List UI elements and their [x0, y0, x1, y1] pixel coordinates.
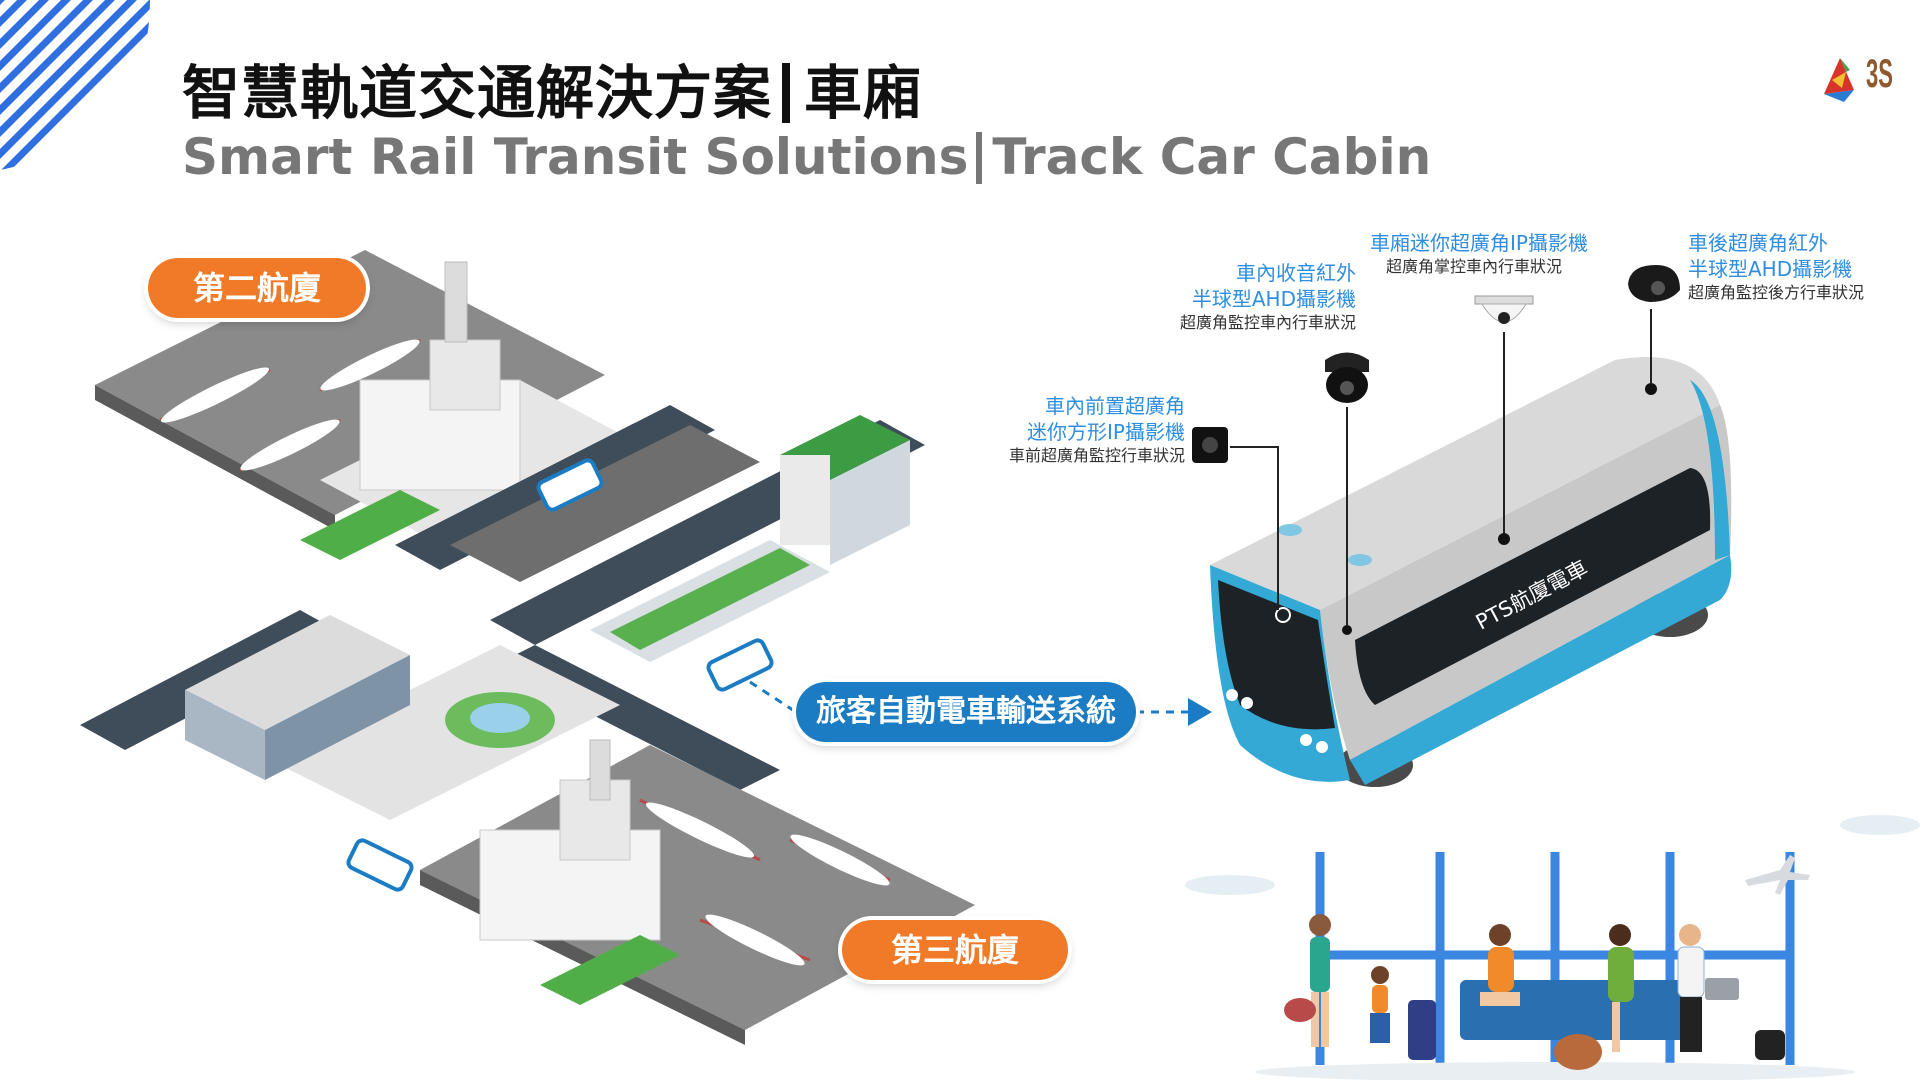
camera-front-title-1: 車內前置超廣角	[1045, 394, 1185, 418]
terminal-2-label: 第二航廈	[148, 258, 366, 318]
stripe-decoration	[0, 0, 150, 170]
logo-text: 3S	[1866, 52, 1893, 96]
airport-map	[80, 250, 975, 1045]
camera-rear-desc: 超廣角監控後方行車狀況	[1688, 283, 1865, 302]
arrow-head-icon	[1188, 698, 1212, 726]
page-title-english: Smart Rail Transit Solutions Track Car Ca…	[182, 128, 1431, 186]
terminal-3-label: 第三航廈	[842, 920, 1068, 980]
camera-label-interior-dome: 車內收音紅外 半球型AHD攝影機 超廣角監控車內行車狀況	[1100, 260, 1356, 334]
ceiling-dome-camera-icon	[1474, 295, 1534, 324]
waiting-area-illustration	[1185, 815, 1920, 1080]
title-chinese-main: 智慧軌道交通解決方案	[182, 59, 773, 127]
title-chinese-sub: 車廂	[804, 59, 923, 127]
camera-cabin-title: 車廂迷你超廣角IP攝影機	[1370, 231, 1588, 255]
title-english-sub: Track Car Cabin	[992, 128, 1432, 186]
title-english-main: Smart Rail Transit Solutions	[182, 128, 969, 186]
camera-front-title-2: 迷你方形IP攝影機	[1027, 420, 1185, 444]
page-title-chinese: 智慧軌道交通解決方案車廂	[182, 46, 922, 130]
airplane-icon	[1745, 855, 1810, 895]
rear-dome-camera-icon	[1628, 265, 1680, 302]
camera-rear-title-1: 車後超廣角紅外	[1688, 231, 1828, 255]
company-logo	[1824, 58, 1854, 102]
camera-label-cabin-mini: 車廂迷你超廣角IP攝影機 超廣角掌控車內行車狀況	[1370, 230, 1640, 278]
title-divider-english	[976, 132, 983, 184]
dome-camera-icon	[1325, 352, 1369, 403]
camera-label-rear: 車後超廣角紅外 半球型AHD攝影機 超廣角監控後方行車狀況	[1688, 230, 1908, 304]
square-mini-camera-icon	[1192, 427, 1228, 463]
camera-cabin-desc: 超廣角掌控車內行車狀況	[1386, 257, 1563, 276]
camera-front-desc: 車前超廣角監控行車狀況	[1008, 446, 1185, 465]
camera-dome-title-2: 半球型AHD攝影機	[1191, 287, 1356, 311]
camera-rear-title-2: 半球型AHD攝影機	[1688, 257, 1853, 281]
camera-leader-lines	[1230, 309, 1652, 625]
camera-dome-desc: 超廣角監控車內行車狀況	[1179, 313, 1356, 332]
pts-train	[1210, 357, 1732, 787]
title-divider	[782, 63, 791, 123]
camera-dome-title-1: 車內收音紅外	[1236, 261, 1356, 285]
camera-label-front: 車內前置超廣角 迷你方形IP攝影機 車前超廣角監控行車狀況	[930, 393, 1185, 467]
people-mover-system-label: 旅客自動電車輸送系統	[796, 682, 1136, 742]
connector-lines	[749, 680, 1190, 714]
